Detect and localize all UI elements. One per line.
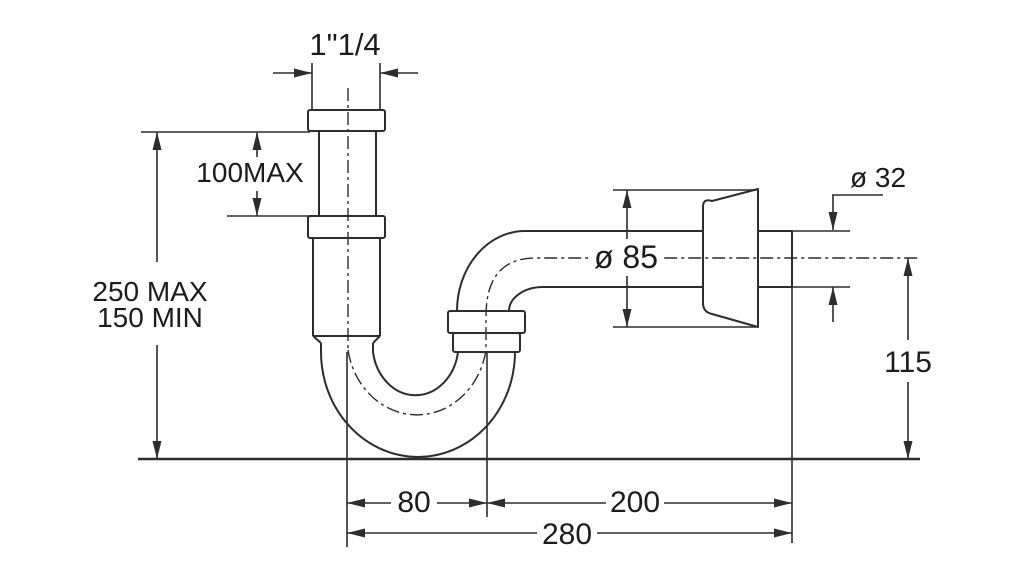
dim-overall-depth: 280 — [347, 518, 792, 551]
dim-height: 250 MAX 150 MIN — [92, 132, 208, 459]
trap-inlet-tube — [312, 238, 381, 344]
dim-overall-depth-label: 280 — [542, 518, 592, 551]
tailpiece-pipe — [318, 131, 377, 216]
dim-trap-offset-label: 80 — [397, 486, 430, 519]
dim-outlet-axis-height: 115 — [884, 258, 932, 459]
elbow-outer — [456, 230, 703, 312]
dim-rosette-diameter: ø 85 — [588, 190, 664, 327]
dim-inlet-size: 1"1/4 — [273, 27, 418, 78]
trap-fixture — [307, 109, 793, 458]
dim-height-min-label: 150 MIN — [97, 302, 203, 333]
dim-height-max-label: 250 MAX — [92, 276, 207, 307]
dim-outlet-projection-label: 200 — [610, 486, 660, 519]
dim-outlet-projection: 200 — [487, 486, 792, 519]
dim-rosette-diameter-label: ø 85 — [594, 239, 658, 275]
rosette-ext-lines — [613, 189, 756, 328]
dim-trap-offset: 80 — [347, 486, 487, 519]
elbow-inner — [508, 286, 703, 312]
extension-lines — [138, 63, 920, 547]
dim-outlet-axis-height-label: 115 — [884, 346, 932, 379]
inlet-nut — [307, 109, 386, 132]
wall-outlet-pipe — [758, 230, 793, 288]
outlet-ext-lines — [792, 230, 850, 288]
middle-nut — [307, 215, 386, 239]
dim-outlet-diameter-label: ø 32 — [850, 162, 906, 193]
dim-inlet-adjust-label: 100MAX — [196, 157, 304, 188]
dim-inlet-adjust: 100MAX — [196, 132, 304, 216]
dim-outlet-diameter: ø 32 — [828, 162, 906, 322]
u-bend-outer — [320, 343, 516, 458]
u-bend-inner — [372, 343, 459, 397]
flow-centerline — [347, 257, 920, 416]
dim-inlet-size-label: 1"1/4 — [309, 27, 380, 62]
centerlines — [347, 88, 920, 416]
inlet-ext-lines — [311, 63, 381, 110]
